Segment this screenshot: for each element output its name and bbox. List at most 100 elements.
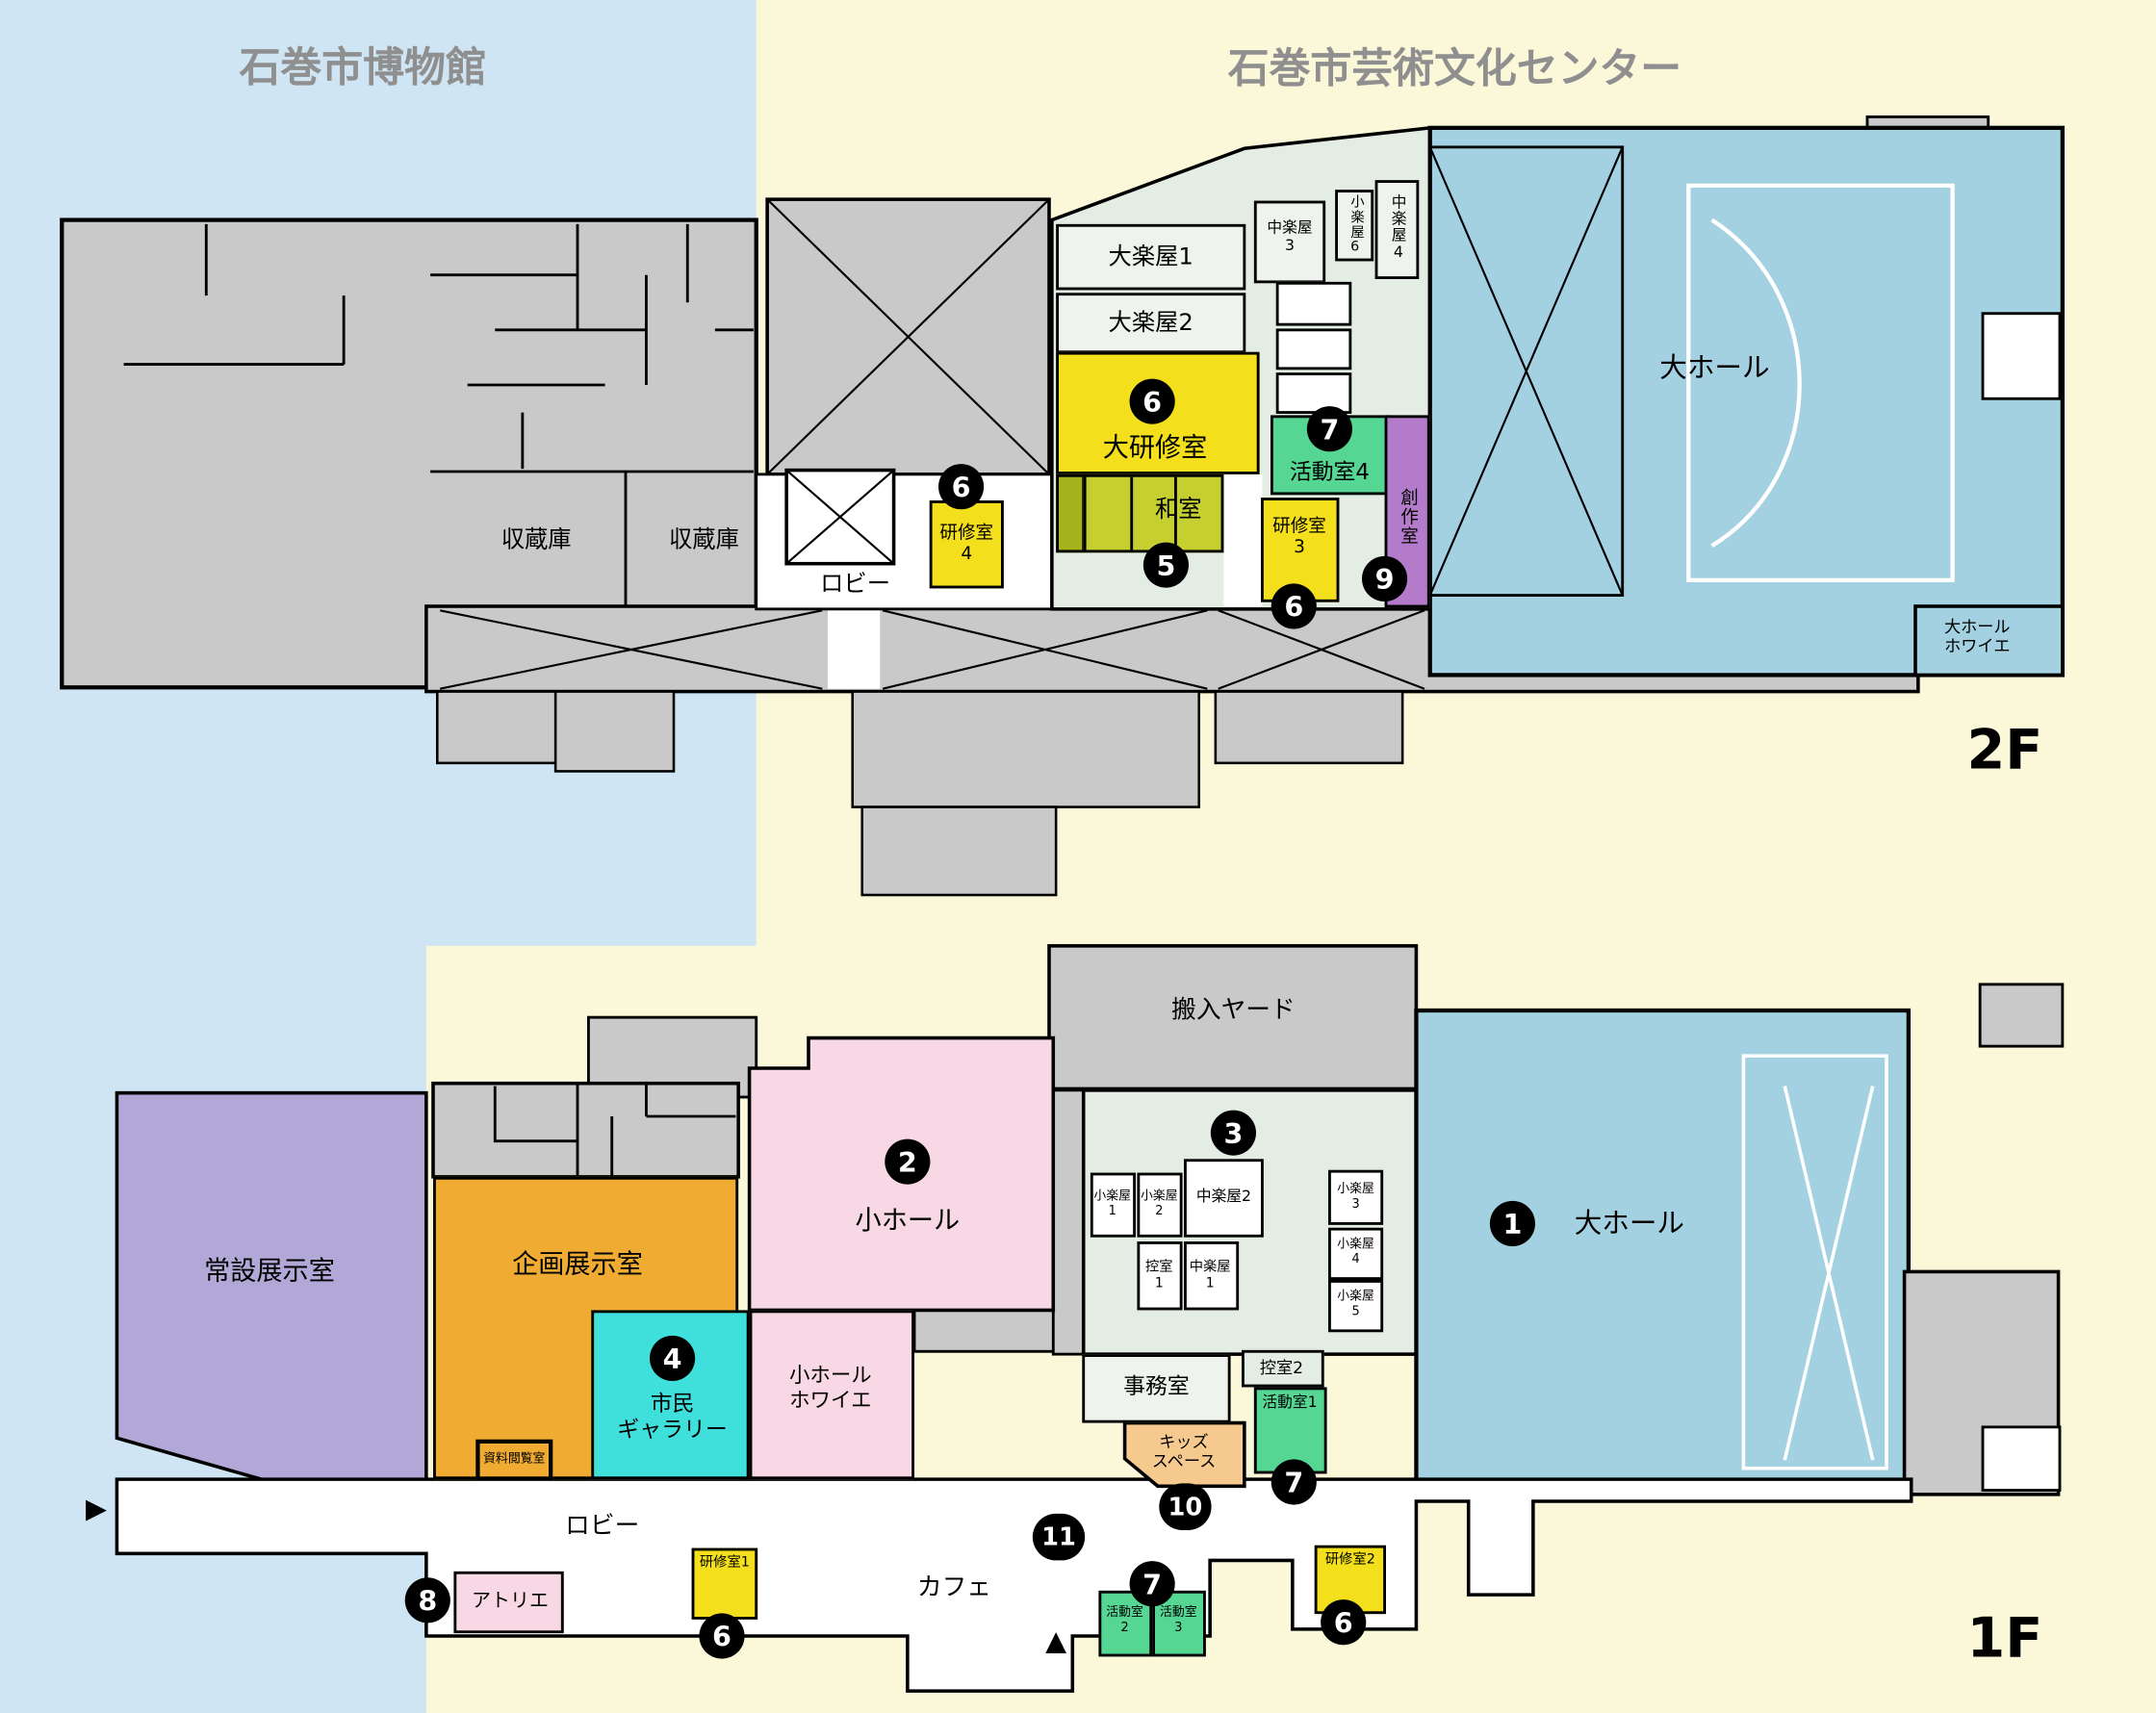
label-kohall-foyer-1f: 小ホールホワイエ	[788, 1363, 872, 1413]
label-katsudo1-1f: 活動室1	[1262, 1393, 1318, 1412]
museum-title: 石巻市博物館	[239, 43, 487, 92]
room-hikae1-1f	[1137, 1240, 1183, 1311]
label-ogakuya2-2f: 大楽屋2	[1108, 309, 1194, 337]
label-ohall-foyer-2f: 大ホールホワイエ	[1943, 617, 2011, 656]
f2-corridor-gap	[827, 608, 881, 689]
f2-ohall-foyer-shape	[1913, 604, 2065, 678]
room-hikae2-1f	[1241, 1349, 1324, 1388]
label-kenshu1-1f: 研修室1	[699, 1554, 750, 1571]
room-kogakuya5-1f	[1327, 1279, 1384, 1333]
room-washitsu-annex-2f	[1056, 473, 1086, 553]
room-small-b-2f	[1275, 328, 1352, 371]
room-kohall-foyer-1f	[749, 1310, 914, 1480]
label-sosaku-2f: 創作室	[1396, 488, 1418, 547]
room-kogakuya1-1f	[1090, 1172, 1136, 1238]
f1-ohall-shape	[1414, 1008, 1911, 1495]
f2-ohall-shape	[1427, 125, 2065, 678]
badge-6-kenshu3-2f: 6	[1270, 583, 1317, 629]
floor-label-2f: 2F	[1966, 719, 2043, 782]
label-katsudo4-2f: 活動室4	[1289, 458, 1370, 485]
label-ogakuya1-2f: 大楽屋1	[1108, 243, 1194, 271]
badge-8-atelier-1f: 8	[404, 1577, 450, 1624]
badge-10-kids-1f: 10	[1159, 1483, 1212, 1530]
badge-9-sosaku-2f: 9	[1361, 555, 1408, 601]
badge-6-kenshu4-2f: 6	[937, 464, 985, 510]
badge-7-katsudo1-1f: 7	[1270, 1459, 1317, 1505]
f1-backstage-left-strip	[1051, 1088, 1086, 1356]
room-kenshu4-2f	[929, 499, 1004, 589]
badge-6-daikenshu-2f: 6	[1129, 378, 1175, 424]
badge-2-kohall-1f: 2	[885, 1138, 931, 1185]
label-chugakuya4-2f: 中楽屋4	[1389, 193, 1408, 263]
f1-josetsu-shape	[115, 1090, 428, 1484]
f2-backstage-corridor	[1223, 473, 1263, 606]
room-jimushitsu-1f	[1082, 1354, 1231, 1423]
f1-topright-notch	[1978, 983, 2065, 1048]
label-ohall-1f: 大ホール	[1574, 1206, 1684, 1240]
room-kogakuya4-1f	[1327, 1227, 1384, 1280]
label-daikenshu-2f: 大研修室	[1102, 432, 1208, 464]
entrance-arrow-bottom-icon: ▲	[1045, 1624, 1067, 1657]
label-hikae2-1f: 控室2	[1259, 1358, 1304, 1378]
f2-corridor-hatch	[439, 609, 1425, 690]
room-small-c-2f	[1275, 372, 1352, 414]
badge-6-kenshu1-1f: 6	[699, 1613, 745, 1659]
f1-museum-interior-walls	[493, 1083, 736, 1177]
f1-hannyu-yard-shape	[1047, 944, 1419, 1091]
label-chugakuya2-1f: 中楽屋2	[1195, 1187, 1251, 1206]
f2-museum-interior-walls	[123, 223, 754, 685]
badge-6-kenshu2-1f: 6	[1321, 1599, 1367, 1646]
label-kenshu2-1f: 研修室2	[1324, 1552, 1375, 1568]
badge-7-katsudo4-2f: 7	[1306, 406, 1352, 452]
room-chugakuya4-2f	[1374, 180, 1420, 279]
label-kikaku-1f: 企画展示室	[512, 1249, 643, 1280]
badge-4-shimin-1f: 4	[649, 1335, 696, 1381]
label-ohall-2f: 大ホール	[1659, 350, 1770, 384]
badge-3-backstage-1f: 3	[1210, 1110, 1256, 1156]
f2-elevator-shaft	[784, 468, 896, 566]
room-kogakuya3-1f	[1327, 1169, 1384, 1225]
f1-museum-top-block	[431, 1081, 740, 1179]
f2-lower-silhouette	[435, 690, 1404, 897]
room-ogakuya2-2f	[1056, 293, 1246, 354]
label-kogakuya6-2f: 小楽屋6	[1347, 194, 1363, 257]
f1-right-white-box	[1981, 1425, 2062, 1492]
badge-11-lobby-1f: 11	[1032, 1513, 1086, 1561]
label-washitsu-2f: 和室	[1154, 496, 1202, 524]
room-chugakuya1-1f	[1183, 1240, 1240, 1311]
label-lobby-1f: ロビー	[565, 1511, 640, 1541]
badge-1-ohall-1f: 1	[1489, 1200, 1535, 1246]
room-chugakuya3-2f	[1253, 200, 1326, 284]
label-shuzoko-b-2f: 収蔵庫	[668, 526, 739, 554]
room-small-a-2f	[1275, 281, 1352, 326]
label-cafe-1f: カフェ	[916, 1572, 991, 1602]
label-hannyu-yard-1f: 搬入ヤード	[1171, 995, 1296, 1025]
badge-5-washitsu-2f: 5	[1142, 542, 1189, 588]
badge-7-katsudo23-1f: 7	[1129, 1561, 1175, 1607]
label-atelier-1f: アトリエ	[471, 1590, 549, 1613]
floor-label-1f: 1F	[1966, 1606, 2043, 1671]
label-josetsu-1f: 常設展示室	[204, 1256, 335, 1287]
room-ogakuya1-2f	[1056, 223, 1246, 291]
label-kids-space-1f: キッズスペース	[1151, 1432, 1217, 1471]
label-jimushitsu-1f: 事務室	[1123, 1372, 1190, 1399]
room-shiryo-1f	[475, 1439, 553, 1481]
label-shimin-gallery-1f: 市民ギャラリー	[617, 1390, 728, 1443]
room-washitsu-2f	[1083, 473, 1224, 553]
room-chugakuya2-1f	[1183, 1159, 1264, 1238]
label-shiryo-1f: 資料閲覧室	[483, 1452, 546, 1467]
entrance-arrow-left-icon: ▶	[86, 1491, 107, 1525]
art-center-title: 石巻市芸術文化センター	[1227, 45, 1682, 94]
